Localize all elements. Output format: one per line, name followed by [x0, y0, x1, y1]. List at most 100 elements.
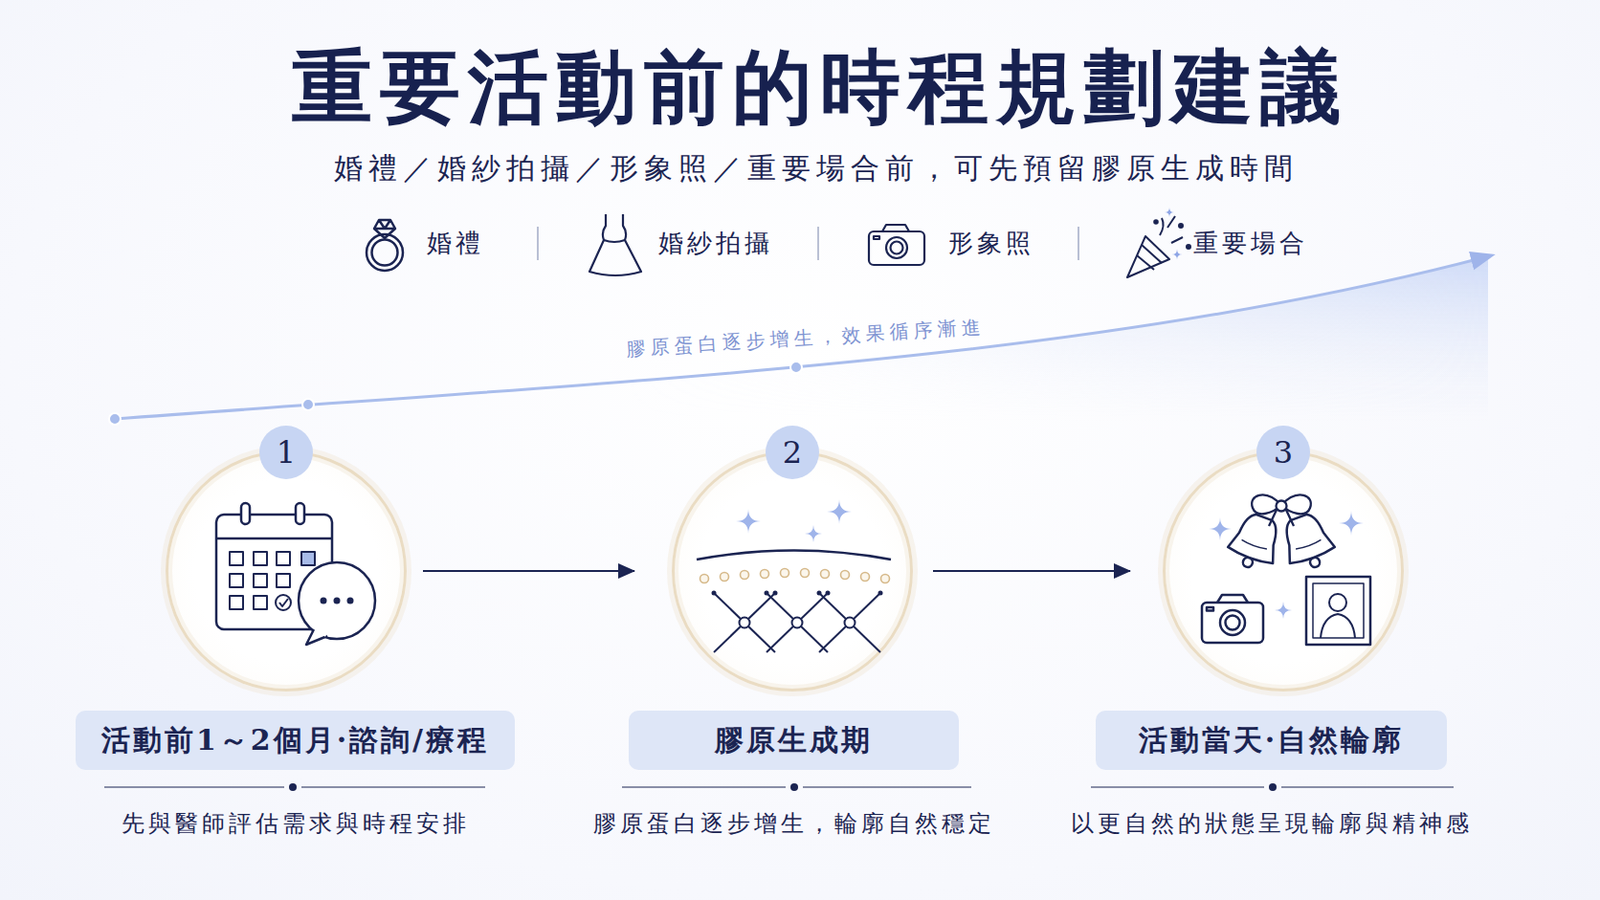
camera-icon	[886, 237, 908, 259]
dress-icon	[603, 240, 625, 243]
calendar-icon	[295, 503, 305, 525]
row-divider	[537, 226, 1079, 261]
bells-icon	[1251, 495, 1282, 515]
divider-line	[1281, 786, 1454, 788]
sparkle	[735, 509, 761, 534]
trend-curve	[114, 256, 1489, 420]
camera-icon	[1217, 595, 1248, 603]
step-pill: 膠原生成期膠原蛋白逐步增生，輪廓自然穩定	[628, 711, 959, 771]
sparkle	[735, 499, 852, 543]
trend-label: 膠原蛋白逐步增生，效果循序漸進	[625, 313, 986, 361]
step-circle: 1	[165, 450, 407, 692]
portrait-icon	[1320, 614, 1356, 639]
skin-layer-icon	[720, 573, 730, 582]
camera-icon	[1201, 595, 1264, 644]
divider-line	[1090, 786, 1265, 788]
chat-bubble-icon	[298, 562, 376, 640]
calendar-icon	[241, 503, 250, 525]
ring-icon	[372, 240, 399, 267]
camera-icon	[1220, 610, 1245, 636]
bells-icon	[1276, 509, 1340, 576]
occasion-label: 婚紗拍攝	[658, 226, 774, 260]
step-pill: 活動前1～2個月·諮詢/療程先與醫師評估需求與時程安排	[75, 711, 515, 771]
chat-bubble-icon	[306, 629, 328, 645]
callout-number: 3	[1256, 425, 1311, 480]
skin-layer-icon	[861, 573, 870, 582]
step-pill: 活動當天·自然輪廓以更自然的狀態呈現輪廓與精神感	[1095, 711, 1447, 771]
skin-layer-icon	[713, 593, 776, 653]
camera-icon	[1201, 602, 1264, 644]
skin-layer-icon	[700, 569, 890, 584]
skin-layer-icon	[713, 593, 776, 653]
skin-layer-icon	[711, 591, 717, 597]
divider-dot	[288, 783, 297, 792]
portrait-icon	[1329, 594, 1347, 612]
party-popper-icon	[1164, 207, 1175, 218]
skin-layer-icon	[766, 593, 828, 653]
skin-layer-icon	[713, 593, 881, 653]
skin-layer-icon	[773, 591, 778, 597]
calendar-icon	[276, 552, 290, 566]
divider-dot	[288, 783, 1277, 792]
step-heading: 膠原生成期	[628, 711, 959, 771]
calendar-icon	[253, 596, 267, 610]
camera-icon	[1206, 607, 1214, 612]
skin-layer-icon	[766, 593, 828, 653]
calendar-icon	[276, 574, 290, 588]
step-circle: 3	[1162, 450, 1404, 692]
calendar-icon	[229, 552, 290, 610]
portrait-icon	[1306, 577, 1371, 645]
skin-layer-icon	[740, 571, 750, 580]
step-description: 先與醫師評估需求與時程安排	[121, 808, 470, 840]
skin-layer-icon	[696, 551, 891, 654]
skin-layer-icon	[844, 618, 856, 629]
party-popper-icon	[1154, 220, 1158, 224]
portrait-icon	[1306, 577, 1371, 645]
calendar-icon	[229, 596, 244, 610]
bells-icon	[1251, 495, 1312, 527]
calendar-icon	[216, 537, 333, 541]
calendar-icon	[275, 595, 291, 611]
bells-icon	[1268, 508, 1294, 527]
occasion-label: 重要場合	[1193, 226, 1309, 260]
party-popper-icon	[1127, 207, 1191, 278]
chat-bubble-icon	[333, 598, 341, 605]
trend-dot	[790, 361, 802, 374]
chat-bubble-icon	[314, 627, 327, 636]
step-heading: 活動前1～2個月·諮詢/療程	[75, 711, 515, 771]
party-popper-icon	[1127, 236, 1170, 278]
skin-layer-icon	[764, 591, 770, 597]
divider-line	[104, 786, 285, 788]
ring-icon	[366, 220, 403, 271]
step-description: 以更自然的狀態呈現輪廓與精神感	[1070, 808, 1473, 840]
diagram-title: 重要活動前的時程規劃建議	[16, 36, 1600, 138]
row-divider	[536, 226, 539, 261]
skin-layer-icon	[739, 618, 856, 629]
skin-layer-icon	[819, 593, 881, 653]
calendar-icon	[216, 503, 333, 630]
dress-icon	[589, 214, 642, 276]
skin-layer-icon	[760, 570, 770, 579]
flow-arrow	[422, 570, 635, 573]
trend-dot	[109, 413, 121, 425]
calendar-icon	[301, 552, 315, 566]
callout-number: 1	[259, 425, 313, 480]
skin-layer-icon	[700, 575, 710, 584]
step-description: 膠原蛋白逐步增生，輪廓自然穩定	[593, 808, 996, 840]
sparkle	[804, 525, 823, 543]
sparkle	[1274, 601, 1292, 620]
divider-line	[802, 786, 972, 788]
subtitle: 婚禮／婚紗拍攝／形象照／重要場合前，可先預留膠原生成時間	[333, 149, 1299, 188]
skin-layer-icon	[825, 591, 831, 597]
skin-layer-icon	[881, 575, 890, 584]
sparkle	[1208, 517, 1232, 541]
camera-icon	[868, 231, 925, 266]
row-divider	[1077, 226, 1080, 261]
party-popper-icon	[1178, 223, 1183, 228]
camera-icon	[868, 224, 925, 266]
